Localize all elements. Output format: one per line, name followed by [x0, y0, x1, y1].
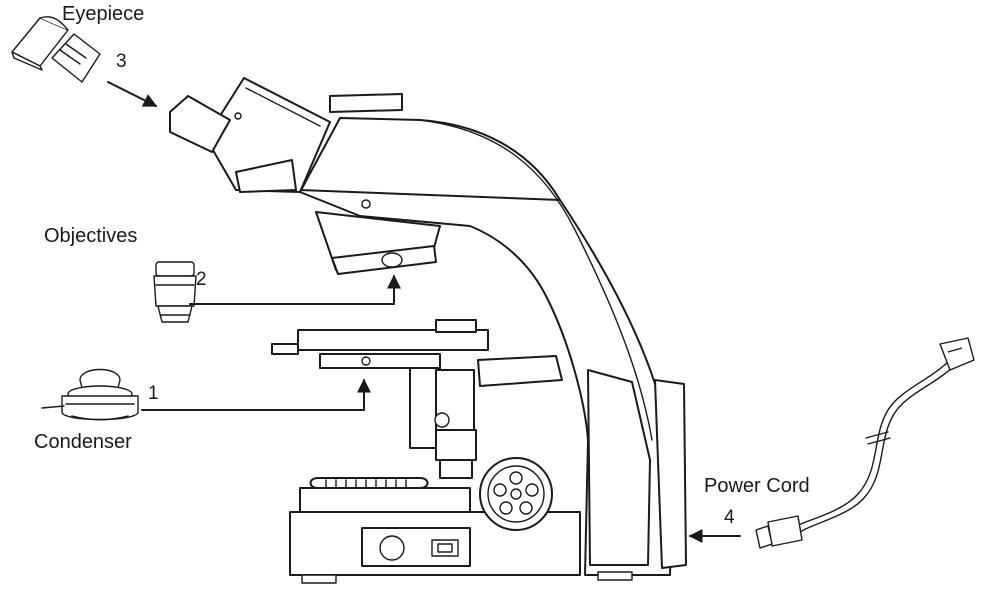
power-cord-label: Power Cord: [704, 475, 810, 497]
condenser-label: Condenser: [34, 431, 132, 453]
objectives-arrow: [189, 274, 401, 305]
microscope-body: [169, 77, 687, 584]
power-cord-part: [755, 337, 975, 549]
eyepiece-label: Eyepiece: [62, 3, 145, 25]
eyepiece-step: 3: [116, 51, 127, 72]
eyepiece-arrow: [107, 81, 158, 107]
eyepiece-part: [11, 16, 101, 83]
power-cord-step: 4: [724, 507, 735, 528]
objectives-label: Objectives: [44, 225, 138, 247]
condenser-arrow: [141, 378, 371, 411]
objectives-step: 2: [196, 269, 207, 290]
condenser-part: [41, 368, 139, 421]
condenser-step: 1: [148, 383, 159, 404]
objective-part: [153, 261, 197, 323]
leader-lines: [107, 81, 741, 543]
